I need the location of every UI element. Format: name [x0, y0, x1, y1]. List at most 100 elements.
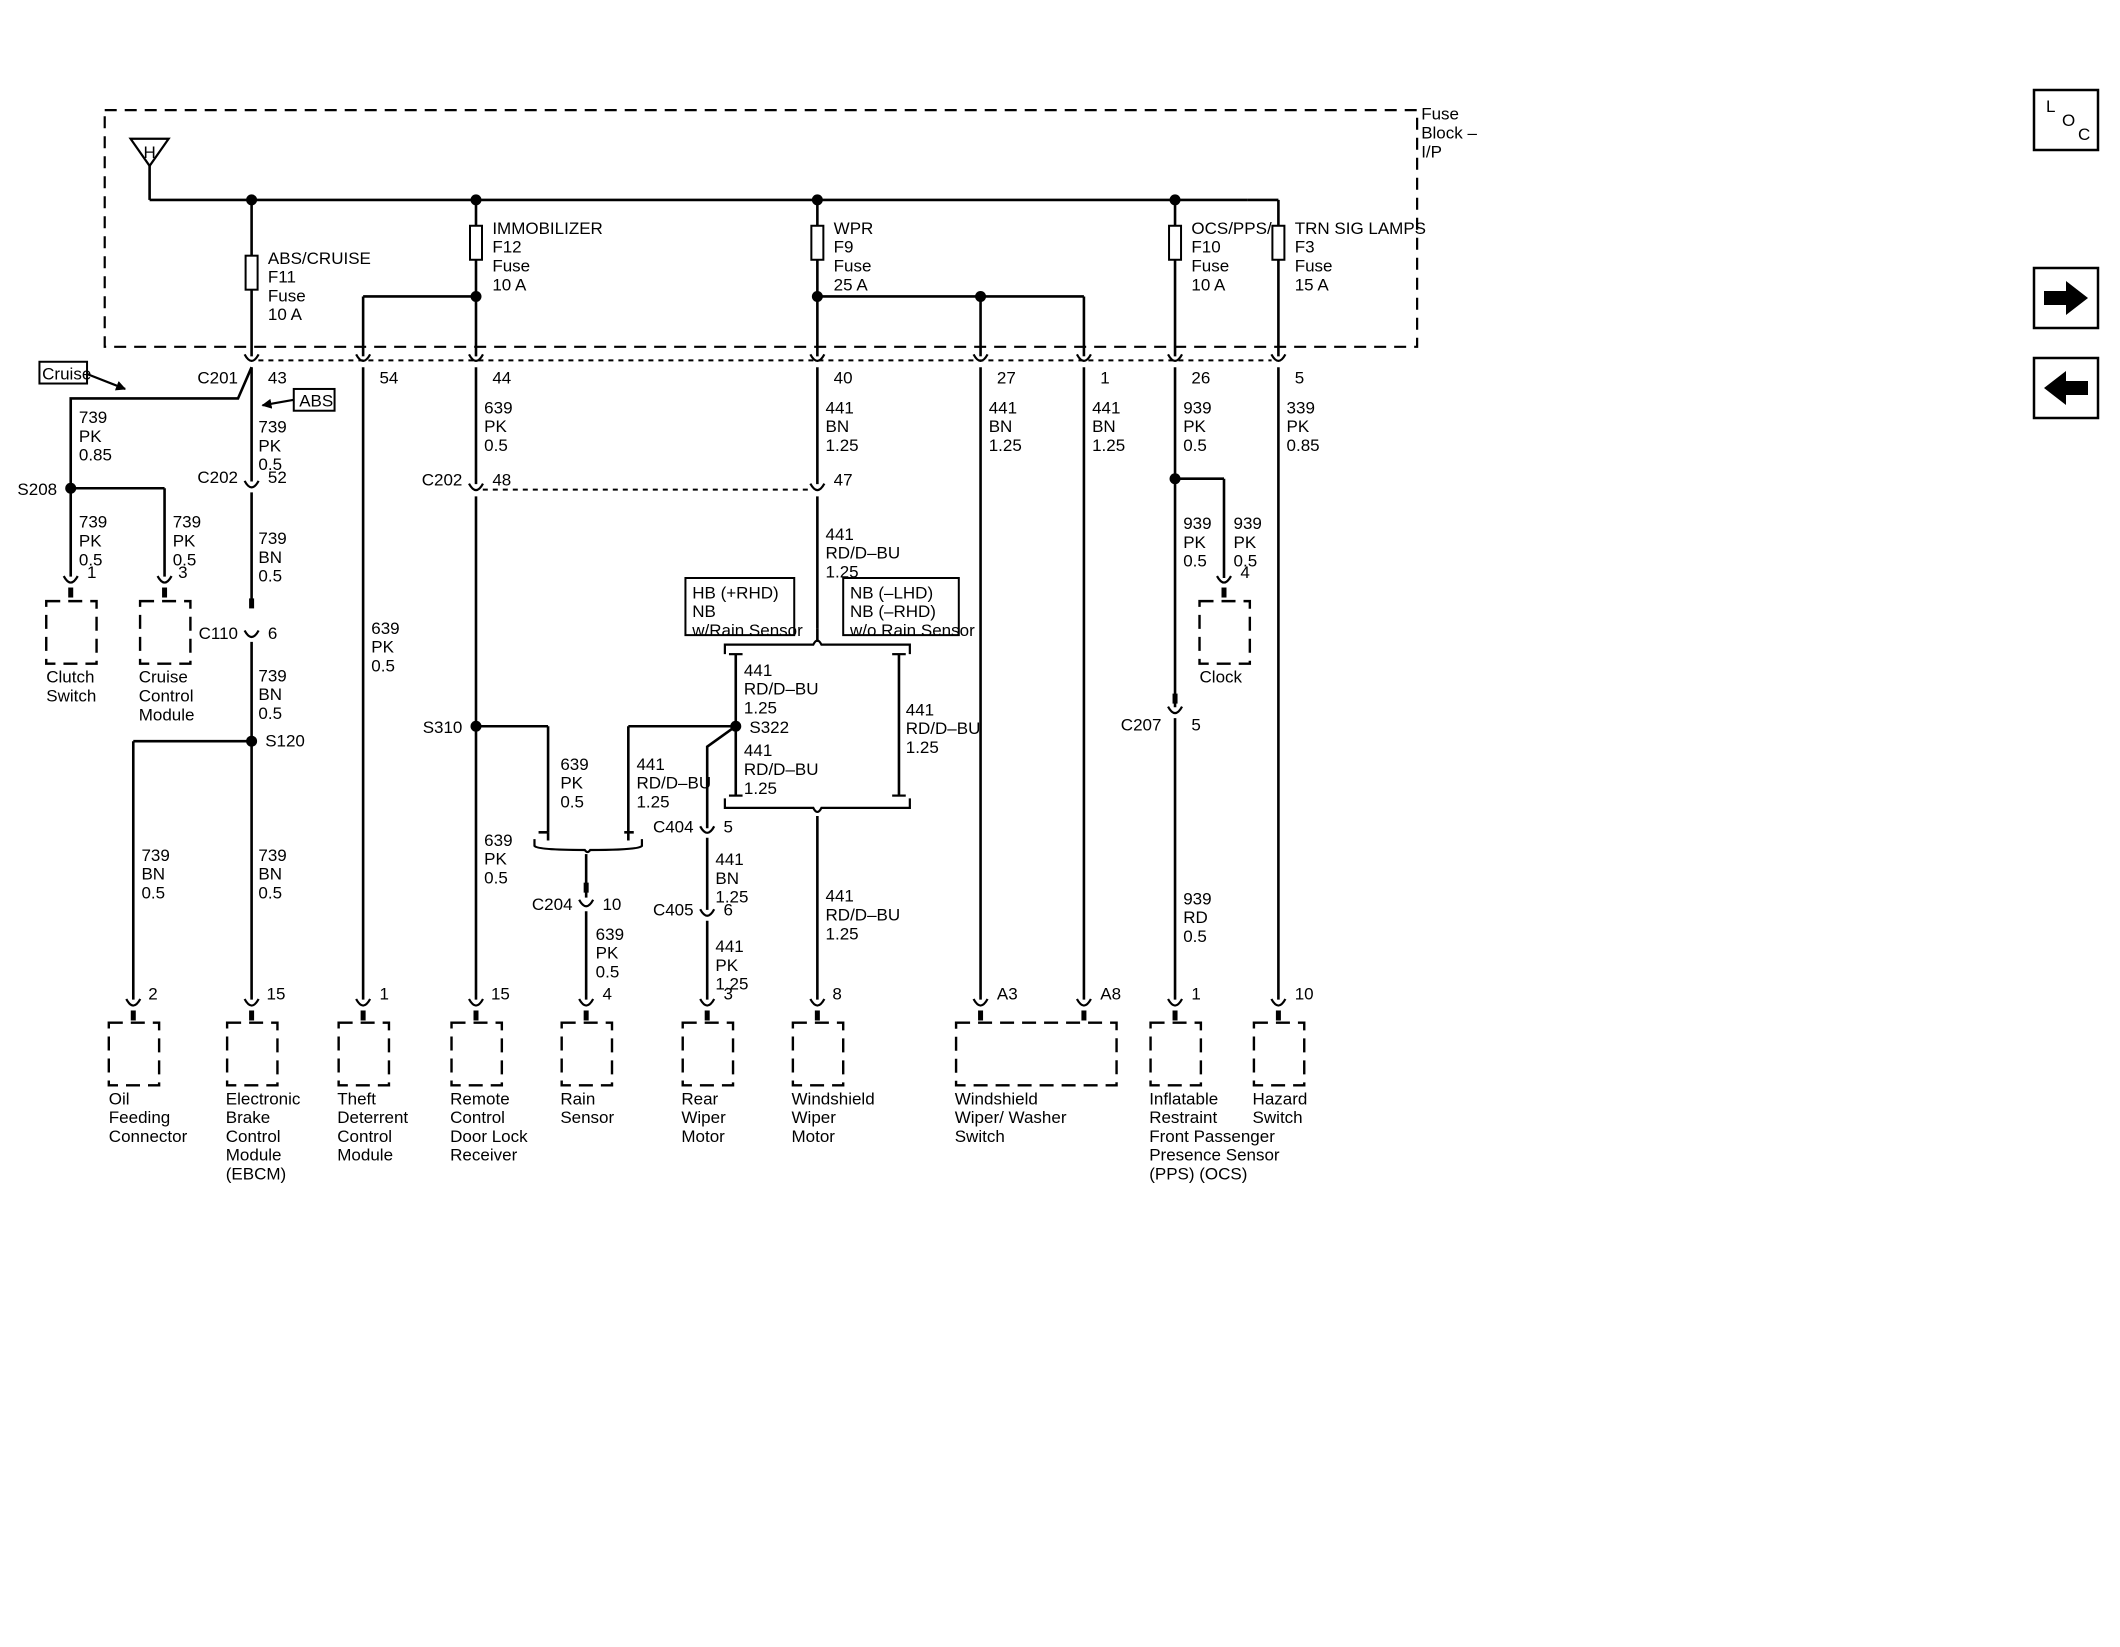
wire-label: RD	[1183, 908, 1208, 927]
wire-label: 441	[744, 661, 772, 680]
wire-label: 0.5	[258, 704, 282, 723]
remote-control-door-lock-receiver	[450, 1021, 504, 1087]
terminal-pin	[1081, 1010, 1087, 1021]
wire-label: PK	[79, 427, 102, 446]
wire-label: 739	[258, 666, 286, 685]
connector-pin-label: 5	[1191, 715, 1200, 734]
connector-pin-label: 27	[997, 369, 1016, 388]
wire-label: 1.25	[744, 699, 777, 718]
pin-label: 8	[832, 985, 841, 1004]
connector-terminal	[699, 998, 716, 1007]
splice-dot	[246, 194, 258, 206]
wire-label: 739	[258, 529, 286, 548]
wire-label: 1.25	[636, 792, 669, 811]
wire-label: PK	[258, 436, 281, 455]
connector-pin-label: 6	[268, 624, 277, 643]
wire-label: 1.25	[1092, 436, 1125, 455]
wire-label: BN	[258, 548, 282, 567]
inflatable-restraint-pps-label-line: (PPS) (OCS)	[1149, 1165, 1247, 1184]
connector-terminal	[355, 998, 372, 1007]
wire-label: PK	[1287, 417, 1310, 436]
ebcm-label-line: Module	[226, 1146, 282, 1165]
windshield-wiper-washer-switch-label-line: Switch	[955, 1127, 1005, 1146]
pin-label: A8	[1100, 985, 1121, 1004]
terminal-pin	[978, 1010, 984, 1021]
wire-label: 939	[1183, 398, 1211, 417]
pin-label: 1	[87, 563, 96, 582]
wire-label: PK	[79, 531, 102, 550]
loc-letter: L	[2046, 97, 2055, 116]
wire-label: 0.5	[1234, 552, 1258, 571]
wire-label: BN	[1092, 417, 1116, 436]
splice-dot	[1169, 473, 1181, 485]
power-feed-icon	[128, 137, 171, 168]
wire-label: 0.5	[258, 455, 282, 474]
wire-label: 441	[826, 525, 854, 544]
wire-label: 1.25	[715, 975, 748, 994]
fuse-block-outline	[103, 109, 1419, 348]
connector-pin-label: 47	[834, 471, 853, 490]
terminal-pin	[68, 587, 74, 598]
terminal-pin	[249, 598, 255, 609]
inflatable-restraint-pps-label-line: Restraint	[1149, 1108, 1217, 1127]
wire-label: 1.25	[989, 436, 1022, 455]
inflatable-restraint-pps-label-line: Presence Sensor	[1149, 1146, 1280, 1165]
cruise-control-module	[138, 599, 192, 665]
cruise-control-module-label-line: Module	[139, 705, 195, 724]
wire-label: 0.5	[1183, 552, 1207, 571]
connector-terminal	[699, 825, 716, 834]
connector-c201-terminal	[1270, 353, 1287, 362]
fuse-label-line: Fuse	[834, 257, 872, 276]
connector-pin-label: 54	[379, 369, 398, 388]
oil-feeding-connector-label-line: Connector	[109, 1127, 188, 1146]
wire-label: 739	[79, 513, 107, 532]
connector-c202b-label: C202	[422, 471, 463, 490]
pin-label: 1	[379, 985, 388, 1004]
connector-c201-terminal	[809, 353, 826, 362]
splice-dot	[470, 290, 482, 302]
connector-pin-label: 40	[834, 369, 853, 388]
wire-label: 0.5	[1183, 927, 1207, 946]
connector-pin-label: 1	[1100, 369, 1109, 388]
connector-terminal	[468, 483, 484, 492]
wire-label: RD/D–BU	[826, 544, 901, 563]
connector-c202-label: C202	[197, 468, 238, 487]
wire-label: 0.5	[596, 962, 620, 981]
rain-sensor	[560, 1021, 614, 1087]
wire-label: 1.25	[744, 779, 777, 798]
connector-c201-terminal	[355, 353, 372, 362]
oil-feeding-connector-label-line: Feeding	[109, 1108, 170, 1127]
wire-label: 441	[826, 398, 854, 417]
wire-label: RD/D–BU	[906, 719, 981, 738]
loc-icon[interactable]	[2032, 88, 2100, 152]
connector-terminal	[809, 483, 826, 492]
wire-label: 939	[1234, 514, 1262, 533]
fuse-label-line: 15 A	[1295, 275, 1330, 294]
terminal-pin	[360, 1010, 366, 1021]
fuse-label-line: F11	[268, 268, 296, 287]
connector-terminal	[62, 575, 79, 584]
splice-dot	[975, 290, 987, 302]
rain-sensor-label-line: Sensor	[560, 1108, 614, 1127]
connector-pin-label: 26	[1191, 369, 1210, 388]
oil-feeding-connector-label-line: Oil	[109, 1089, 130, 1108]
cruise-callout-label: Cruise	[42, 364, 91, 383]
wire	[69, 366, 253, 489]
terminal-pin	[130, 1010, 136, 1021]
splice-dot	[1169, 194, 1181, 206]
terminal-pin	[162, 587, 168, 598]
wire-label: 0.5	[141, 883, 165, 902]
forward-arrow-shape	[2044, 281, 2088, 315]
connector-c201-terminal	[1167, 353, 1184, 362]
splice-s208-label: S208	[17, 480, 57, 499]
connector-terminal	[243, 480, 260, 489]
connector-c404-label: C404	[653, 817, 694, 836]
connector-pin-label: 5	[724, 817, 733, 836]
connector-pin-label: 52	[268, 468, 287, 487]
wire-label: PK	[1183, 533, 1206, 552]
wire-label: 0.5	[484, 869, 508, 888]
cruise-control-module-label-line: Cruise	[139, 668, 188, 687]
connector-terminal	[972, 998, 989, 1007]
abs-callout-label: ABS	[299, 392, 333, 411]
